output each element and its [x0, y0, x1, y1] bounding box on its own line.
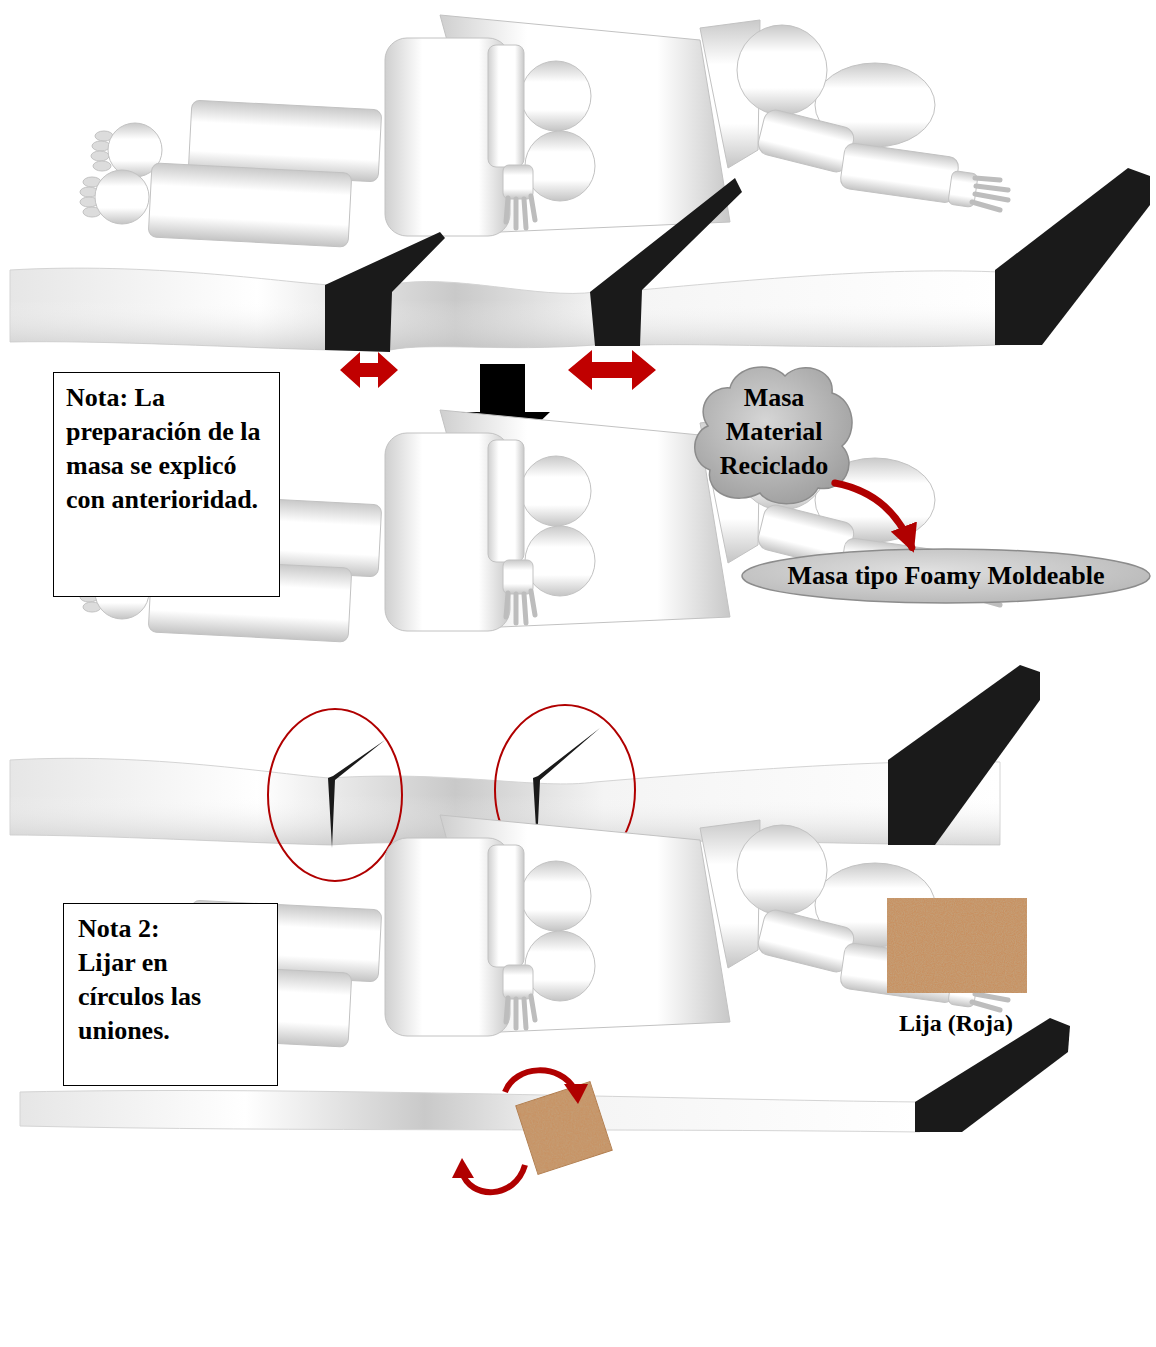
- node-text: Masa Material Reciclado: [708, 381, 840, 483]
- double-arrow: [568, 350, 656, 390]
- mat: [20, 1091, 920, 1132]
- rotate-arrow: [505, 1070, 575, 1092]
- highlight-circle: [268, 709, 402, 881]
- ellipse-shape: Masa tipo Foamy Moldeable: [740, 547, 1152, 605]
- node-text: Nota: La preparación de la masa se expli…: [66, 381, 267, 517]
- note-box: Nota 2: Lijar en círculos las uniones.: [63, 903, 278, 1086]
- mat-block: [590, 178, 742, 346]
- sandpaper-sample: [887, 898, 1027, 993]
- node-text: Masa tipo Foamy Moldeable: [787, 559, 1104, 593]
- ellipse-outline: [742, 549, 1150, 603]
- node-text: Nota 2: Lijar en círculos las uniones.: [78, 912, 216, 1048]
- curved-arrow: [835, 483, 912, 547]
- joint-seam: [328, 740, 385, 848]
- part-label: Lija (Roja): [899, 1010, 1013, 1037]
- figure: [80, 15, 1008, 247]
- double-arrow: [340, 352, 398, 388]
- cloud-shape: Masa Material Reciclado: [690, 358, 858, 506]
- sandpaper: [516, 1082, 612, 1175]
- stage-three: [20, 815, 1070, 1192]
- mat: [10, 268, 1000, 350]
- note-box: Nota: La preparación de la masa se expli…: [53, 372, 280, 597]
- cloud-outline: [695, 367, 852, 504]
- rotate-arrow: [462, 1165, 525, 1192]
- mat-block: [995, 168, 1150, 345]
- mat-block: [888, 665, 1040, 845]
- mat-block: [325, 232, 445, 352]
